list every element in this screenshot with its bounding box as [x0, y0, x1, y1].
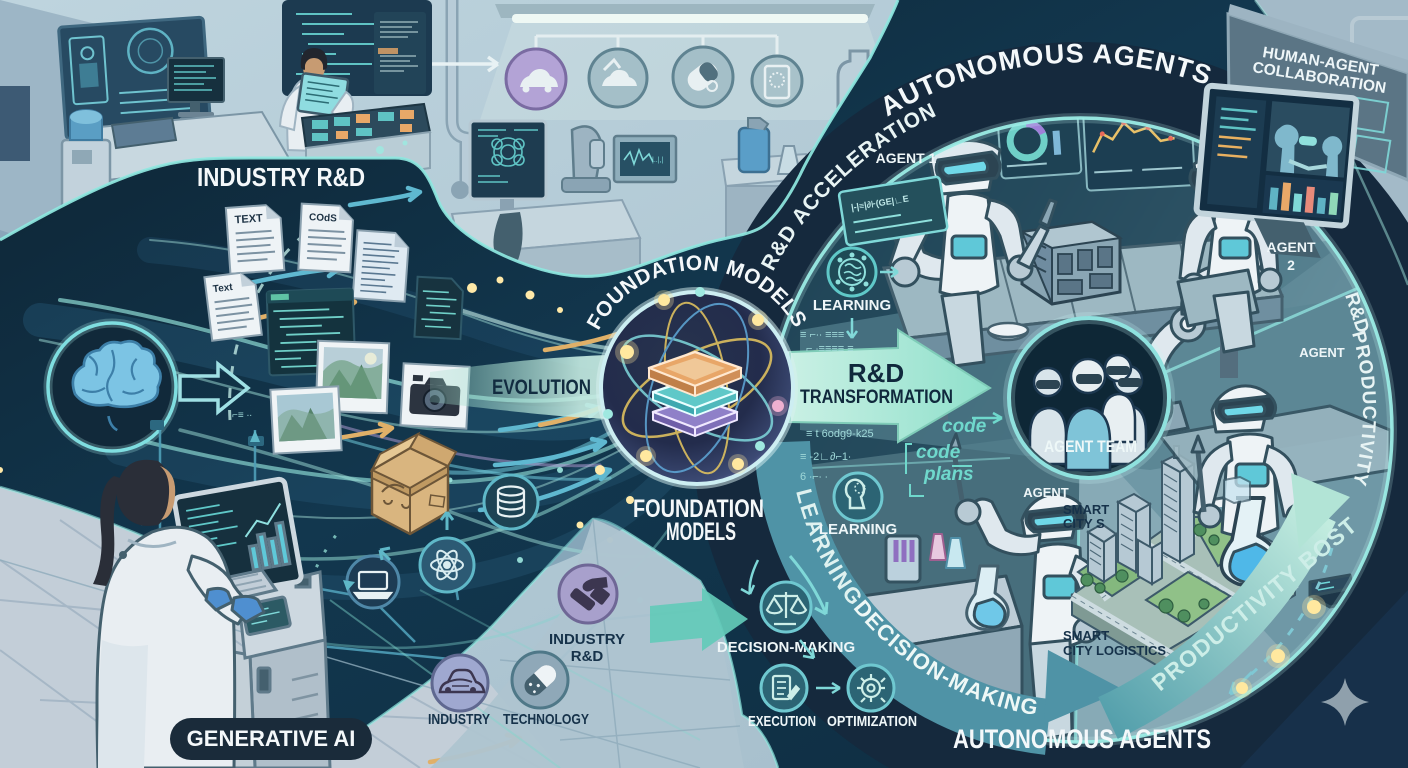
svg-text:2: 2 [1287, 257, 1295, 273]
svg-text:SMART: SMART [1063, 502, 1109, 517]
svg-text:LEARNING: LEARNING [819, 521, 897, 538]
svg-text:TEXT: TEXT [234, 212, 263, 226]
svg-text:MODELS: MODELS [666, 518, 736, 546]
svg-text:INDUSTRY: INDUSTRY [549, 631, 625, 648]
svg-text:≡ -2∟∂⌐1∙: ≡ -2∟∂⌐1∙ [800, 451, 851, 463]
svg-text:AGENT 1: AGENT 1 [876, 150, 937, 166]
svg-text:AUTONOMOUS AGENTS: AUTONOMOUS AGENTS [953, 724, 1211, 754]
svg-text:TECHNOLOGY: TECHNOLOGY [503, 711, 589, 728]
svg-text:INDUSTRY R&D: INDUSTRY R&D [197, 162, 365, 192]
svg-text:SMART: SMART [1063, 628, 1109, 643]
svg-text:CITY LOGISTICS: CITY LOGISTICS [1063, 643, 1166, 658]
svg-text:AGENT TEAM: AGENT TEAM [1044, 437, 1137, 456]
svg-text:OPTIMIZATION: OPTIMIZATION [827, 713, 917, 730]
svg-text:DECISION-MAKING: DECISION-MAKING [717, 639, 855, 656]
svg-text:EXECUTION: EXECUTION [748, 713, 816, 730]
svg-text:AGENT: AGENT [1299, 345, 1345, 360]
svg-text:⌐ ∙≡≡≡≡ ≡: ⌐ ∙≡≡≡≡ ≡ [806, 343, 854, 355]
svg-text:AGENT: AGENT [1023, 485, 1069, 500]
svg-text:TRANSFORMATION: TRANSFORMATION [800, 387, 953, 408]
svg-text:≡ ⌐∙∙ ≡≡≡ ∙∙: ≡ ⌐∙∙ ≡≡≡ ∙∙ [800, 329, 854, 341]
svg-text:COdS: COdS [309, 212, 338, 224]
svg-text:code: code [942, 416, 987, 437]
svg-text:Text: Text [212, 282, 234, 295]
svg-text:CITY S: CITY S [1063, 516, 1105, 531]
svg-text:GENERATIVE AI: GENERATIVE AI [187, 726, 356, 751]
svg-text:|..|,|: |..|,| [652, 157, 663, 164]
svg-text:plans: plans [923, 464, 974, 485]
svg-text:⌐≡ ∙∙: ⌐≡ ∙∙ [232, 410, 252, 421]
svg-text:INDUSTRY: INDUSTRY [428, 711, 490, 728]
svg-text:FOUNDATION: FOUNDATION [633, 495, 764, 523]
svg-text:LEARNING: LEARNING [813, 297, 891, 314]
svg-text:code: code [916, 442, 961, 463]
svg-text:R&D: R&D [571, 648, 604, 665]
svg-text:R&D: R&D [848, 358, 904, 388]
svg-text:6 ∙⌐∙ ∙: 6 ∙⌐∙ ∙ [800, 471, 828, 483]
svg-text:AGENT: AGENT [1267, 239, 1316, 255]
svg-text:EVOLUTION: EVOLUTION [492, 376, 591, 399]
svg-text:≡ t 6odg9-k25: ≡ t 6odg9-k25 [806, 428, 874, 440]
